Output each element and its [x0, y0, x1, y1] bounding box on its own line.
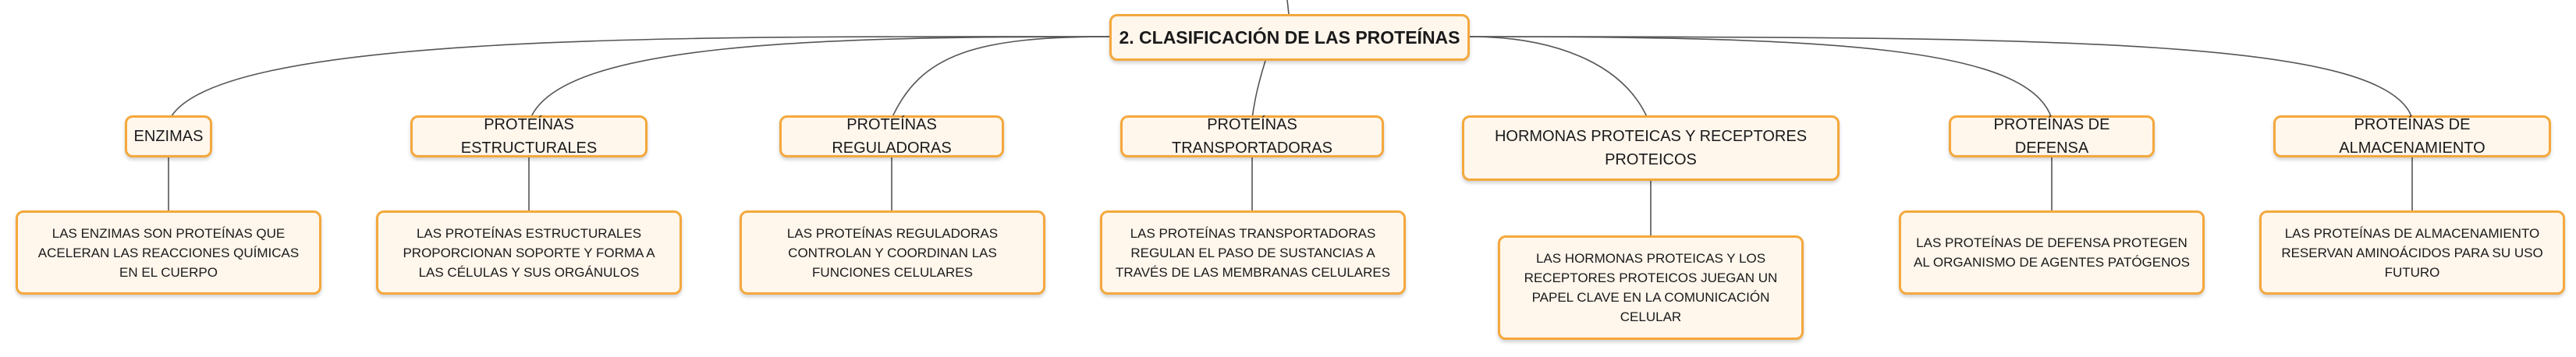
connector-root-cat-2 — [530, 36, 1110, 119]
category-enzimas[interactable]: ENZIMAS — [125, 115, 212, 157]
description-almacenamiento[interactable]: LAS PROTEÍNAS DE ALMACENAMIENTO RESERVAN… — [2259, 210, 2565, 295]
description-defensa[interactable]: LAS PROTEÍNAS DE DEFENSA PROTEGEN AL ORG… — [1899, 210, 2205, 295]
connector-root-cat-6 — [1469, 36, 2053, 119]
description-transportadoras[interactable]: LAS PROTEÍNAS TRANSPORTADORAS REGULAN EL… — [1100, 210, 1406, 295]
description-estructurales[interactable]: LAS PROTEÍNAS ESTRUCTURALES PROPORCIONAN… — [376, 210, 682, 295]
category-hormonas[interactable]: HORMONAS PROTEICAS Y RECEPTORES PROTEICO… — [1462, 115, 1840, 181]
connector-root-cat-1 — [169, 36, 1110, 119]
category-almacenamiento[interactable]: PROTEÍNAS DE ALMACENAMIENTO — [2273, 115, 2551, 157]
description-enzimas[interactable]: LAS ENZIMAS SON PROTEÍNAS QUE ACELERAN L… — [16, 210, 321, 295]
connector-root-cat-7 — [1469, 36, 2413, 119]
connector-root-cat-3 — [891, 36, 1110, 119]
connector-root-cat-4 — [1251, 60, 1266, 119]
connector-root-cat-5 — [1469, 36, 1648, 119]
category-reguladoras[interactable]: PROTEÍNAS REGULADORAS — [779, 115, 1004, 157]
root-node[interactable]: 2. CLASIFICACIÓN DE LAS PROTEÍNAS — [1109, 14, 1470, 61]
category-defensa[interactable]: PROTEÍNAS DE DEFENSA — [1949, 115, 2155, 157]
description-reguladoras[interactable]: LAS PROTEÍNAS REGULADORAS CONTROLAN Y CO… — [740, 210, 1045, 295]
category-estructurales[interactable]: PROTEÍNAS ESTRUCTURALES — [410, 115, 648, 157]
description-hormonas[interactable]: LAS HORMONAS PROTEICAS Y LOS RECEPTORES … — [1498, 235, 1804, 340]
category-transportadoras[interactable]: PROTEÍNAS TRANSPORTADORAS — [1120, 115, 1384, 157]
connector-parent — [1286, 0, 1290, 15]
